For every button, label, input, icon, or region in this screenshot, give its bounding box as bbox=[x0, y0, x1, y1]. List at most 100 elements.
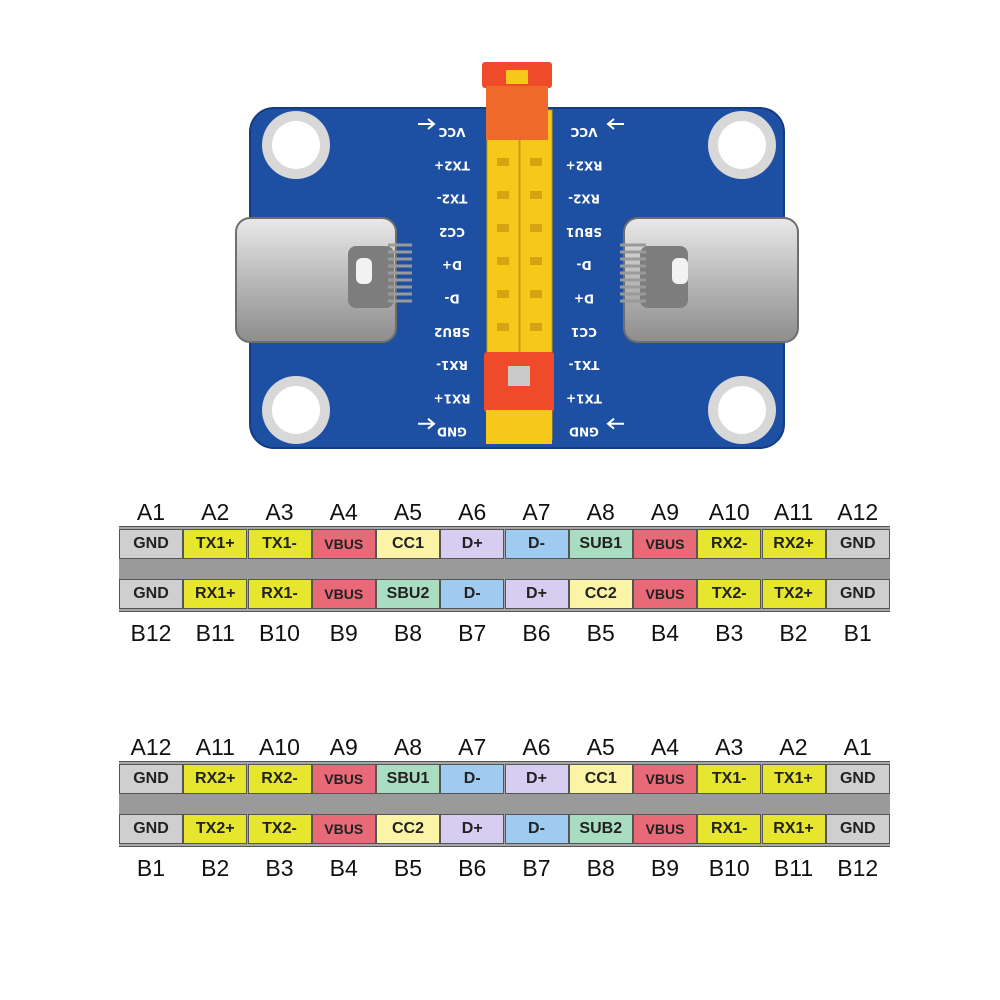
pin-number-label: B9 bbox=[329, 620, 358, 646]
pin-number-label: B10 bbox=[259, 620, 300, 646]
pin-cell: GND bbox=[119, 529, 183, 559]
arrow-icon bbox=[418, 118, 436, 130]
pin-cell: GND bbox=[119, 814, 183, 844]
pin-cell: VBUS bbox=[633, 579, 697, 609]
pin-number-label: B11 bbox=[195, 620, 235, 646]
jumper-cap-icon bbox=[484, 352, 554, 444]
pin-cell: RX2- bbox=[247, 764, 312, 794]
pin-number-label: A6 bbox=[458, 499, 487, 525]
pin-number-label: A8 bbox=[586, 499, 615, 525]
pin-number-label: A3 bbox=[715, 734, 744, 760]
pin-number-label: A1 bbox=[843, 734, 872, 760]
pin-number-label: A2 bbox=[779, 734, 808, 760]
pin-cell: D+ bbox=[504, 764, 569, 794]
usb-c-connector-icon bbox=[235, 217, 412, 343]
silkscreen-label: TX2+ bbox=[434, 158, 470, 172]
pin-cell: D+ bbox=[440, 529, 505, 559]
pin-cell: CC1 bbox=[568, 764, 633, 794]
pin-cell: CC2 bbox=[568, 579, 633, 609]
silkscreen-label: VCC bbox=[438, 125, 465, 139]
pin-number-label: A9 bbox=[650, 499, 680, 525]
pin-cell: VBUS bbox=[311, 814, 376, 844]
pin-cell: VBUS bbox=[633, 814, 697, 844]
silkscreen-label: RX2- bbox=[568, 192, 600, 206]
pin-cell: VBUS bbox=[311, 764, 376, 794]
pin-cell: VBUS bbox=[633, 529, 697, 559]
silkscreen-label: GND bbox=[569, 425, 599, 439]
silkscreen-label: VCC bbox=[570, 125, 597, 139]
pin-cell: D- bbox=[440, 579, 505, 609]
pin-number-label: B12 bbox=[130, 620, 172, 646]
pin-number-label: A9 bbox=[329, 734, 358, 760]
pin-number-label: B8 bbox=[586, 855, 615, 881]
pin-cell: VBUS bbox=[311, 579, 376, 609]
pin-cell: GND bbox=[825, 814, 890, 844]
pin-number-label: B2 bbox=[779, 620, 808, 646]
pin-cell: SUB2 bbox=[568, 814, 633, 844]
pin-cell: RX1+ bbox=[183, 579, 248, 609]
pin-cell: D+ bbox=[440, 814, 505, 844]
arrow-icon bbox=[418, 417, 436, 430]
silkscreen-label: CC2 bbox=[439, 225, 465, 239]
pin-number-label: B10 bbox=[708, 855, 750, 881]
pin-cell: VBUS bbox=[633, 764, 697, 794]
pin-cell: GND bbox=[119, 579, 183, 609]
pin-number-label: A11 bbox=[773, 499, 814, 525]
pin-cell: TX2- bbox=[697, 579, 762, 609]
pin-number-label: A12 bbox=[130, 734, 172, 760]
pin-cell: TX1+ bbox=[761, 764, 826, 794]
pin-cell: TX1- bbox=[697, 764, 762, 794]
pin-number-label: A10 bbox=[259, 734, 300, 760]
pin-cell: GND bbox=[825, 764, 890, 794]
jumper-cap-icon bbox=[482, 62, 552, 140]
pin-number-label: A10 bbox=[708, 499, 750, 525]
pin-cell: SUB1 bbox=[568, 529, 633, 559]
pin-cell: D- bbox=[504, 529, 569, 559]
silkscreen-label: RX1+ bbox=[434, 391, 471, 405]
pin-number-label: A6 bbox=[522, 734, 551, 760]
arrow-icon bbox=[606, 118, 624, 130]
pin-number-label: B5 bbox=[586, 620, 615, 646]
pin-number-label: B3 bbox=[715, 620, 744, 646]
pin-number-label: A5 bbox=[393, 499, 423, 525]
pin-cell: TX1- bbox=[247, 529, 312, 559]
pin-cell: SBU1 bbox=[376, 764, 440, 794]
pin-cell: TX1+ bbox=[183, 529, 248, 559]
silkscreen-label: D- bbox=[576, 258, 591, 272]
pin-number-label: A4 bbox=[329, 499, 358, 525]
pin-cell: CC1 bbox=[376, 529, 440, 559]
arrow-icon bbox=[606, 417, 624, 430]
pin-number-label: A12 bbox=[837, 499, 879, 525]
pin-cell: TX2+ bbox=[183, 814, 248, 844]
silkscreen-label: RX1- bbox=[436, 358, 468, 372]
pin-number-label: A2 bbox=[201, 499, 230, 525]
silkscreen-label: TX2- bbox=[437, 192, 468, 206]
pin-cell: RX2+ bbox=[183, 764, 248, 794]
pin-number-label: B1 bbox=[843, 620, 872, 646]
silkscreen-label: RX2+ bbox=[566, 158, 603, 172]
silkscreen-label: D+ bbox=[442, 258, 462, 272]
pin-number-label: B3 bbox=[265, 855, 294, 881]
pin-cell: D+ bbox=[504, 579, 569, 609]
pin-number-label: A3 bbox=[265, 499, 294, 525]
pin-number-label: B11 bbox=[773, 855, 814, 881]
silkscreen-label: SBU1 bbox=[566, 225, 602, 239]
pin-cell: VBUS bbox=[311, 529, 376, 559]
pin-cell: TX2- bbox=[247, 814, 312, 844]
pin-number-label: B4 bbox=[329, 855, 358, 881]
pin-number-label: B1 bbox=[136, 855, 166, 881]
pin-number-label: B12 bbox=[837, 855, 879, 881]
pin-number-label: A7 bbox=[458, 734, 487, 760]
silkscreen-label: TX1- bbox=[569, 358, 600, 372]
